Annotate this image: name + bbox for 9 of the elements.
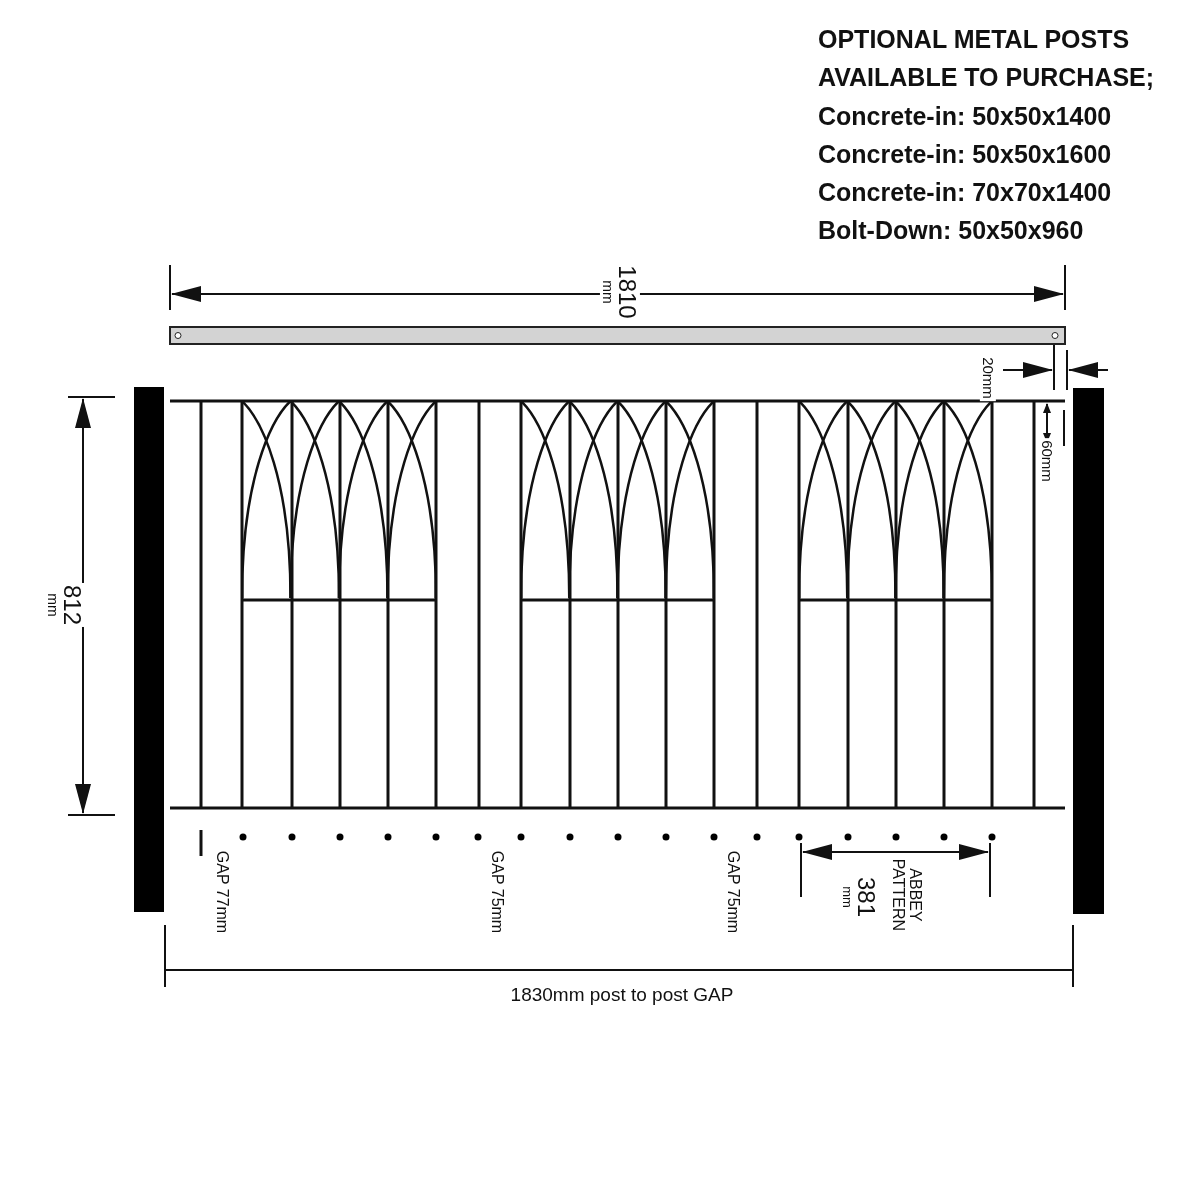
dimension-label: 1830mm post to post GAP <box>510 985 734 1005</box>
dimension-label: 812 mm <box>45 583 85 627</box>
note-text: Concrete-in: 70x70x1400 <box>818 177 1113 208</box>
note-text: Bolt-Down: 50x50x960 <box>818 215 1085 246</box>
dimension-label: 60mm <box>1039 438 1055 484</box>
dimension-label: 20mm <box>980 355 996 401</box>
note-text: Concrete-in: 50x50x1400 <box>818 101 1113 132</box>
note-text: OPTIONAL METAL POSTS AVAILABLE TO PURCHASE; <box>818 24 1156 93</box>
note-text: Concrete-in: 50x50x1600 <box>818 139 1113 170</box>
